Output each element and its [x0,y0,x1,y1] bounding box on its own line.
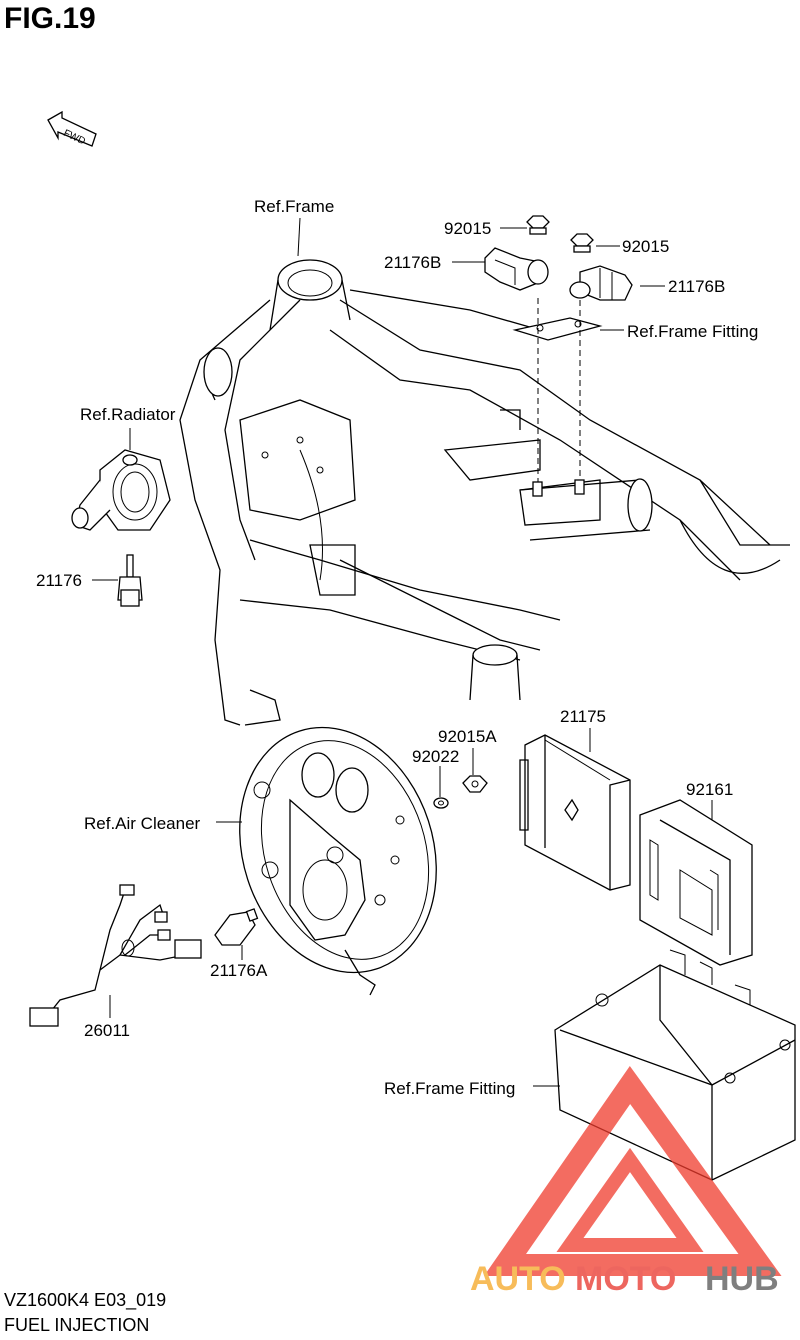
label-92015a: 92015A [438,727,497,746]
label-ref-frame-fitting-top: Ref.Frame Fitting [627,322,758,341]
logo-text-moto: MOTO [575,1260,676,1298]
nut-92015-right [570,233,594,253]
label-21176a: 21176A [210,961,268,980]
ecu-cover-92161 [639,799,753,966]
label-92161: 92161 [686,780,733,799]
logo-text-auto: AUTO [470,1260,566,1298]
label-ref-radiator: Ref.Radiator [80,405,176,424]
label-ref-frame-fitting-bottom: Ref.Frame Fitting [384,1079,515,1098]
battery-tray [554,949,796,1181]
automotohub-logo: AUTO MOTO HUB [470,1065,782,1298]
radiator-fitting [71,449,171,531]
model-code: VZ1600K4 E03_019 [4,1290,167,1310]
logo-text-hub: HUB [705,1260,779,1298]
fwd-arrow-icon: FWD [47,110,97,147]
figure-title: FIG.19 [4,2,96,35]
sensor-21176 [117,554,143,607]
label-21176b-right: 21176B [668,277,725,296]
sensor-21176b-left [484,247,549,291]
nut-92015a [462,775,488,793]
leader-lines [92,217,713,1087]
ecu-21175 [519,734,631,891]
label-26011: 26011 [84,1021,130,1040]
section-name: FUEL INJECTION [4,1315,150,1335]
air-cleaner-plate [239,726,437,996]
label-21176b-left: 21176B [384,253,441,272]
label-21176: 21176 [36,571,82,590]
part-labels: Ref.Frame 92015 21176B 92015 21176B Ref.… [36,197,758,1098]
label-92015-left: 92015 [444,219,491,238]
washer-92022 [433,797,449,809]
label-ref-air-cleaner: Ref.Air Cleaner [84,814,201,833]
label-ref-frame: Ref.Frame [254,197,334,216]
label-92015-right: 92015 [622,237,669,256]
wire-harness-26011 [29,884,202,1027]
sensor-21176a [214,908,259,946]
label-92022: 92022 [412,747,459,766]
nut-92015-left [526,215,550,235]
frame-drawing [179,259,790,726]
sensor-21176b-right [569,265,633,301]
label-21175: 21175 [560,707,606,726]
frame-fitting-plate [512,298,603,497]
